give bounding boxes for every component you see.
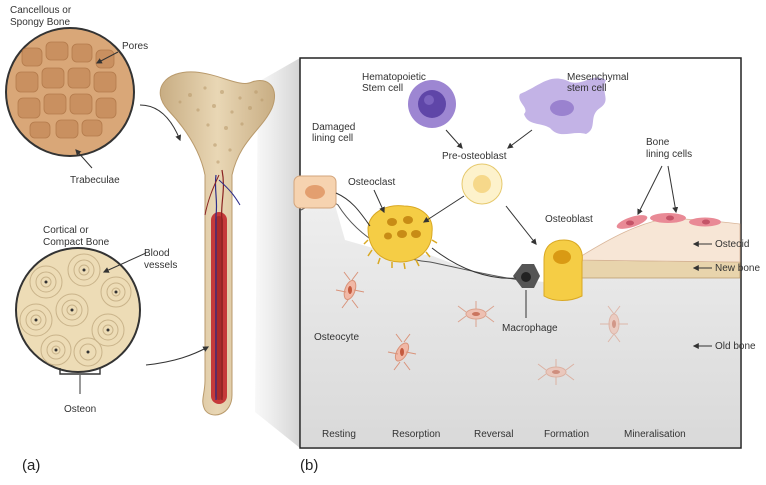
old-bone-label: Old bone [715, 341, 756, 352]
osteocyte-3 [457, 301, 495, 327]
macrophage-cell [513, 264, 540, 288]
cortical-label-1: Cortical or [43, 225, 89, 236]
panel-a-label: (a) [22, 457, 40, 474]
osteoclast-label: Osteoclast [348, 177, 395, 188]
panel-b-label: (b) [300, 457, 318, 474]
pre-osteoblast-cell [461, 163, 503, 205]
bone-lining-label-1: Bone [646, 137, 670, 148]
panel-b: Hematopoietic Stem cell Mesenchymal stem… [293, 57, 760, 474]
panel-a: Cancellous or Spongy Bone Pores Trabecul… [5, 5, 300, 474]
osteocyte-5 [600, 305, 628, 343]
msc-label-1: Mesenchymal [567, 72, 629, 83]
hsc-label-1: Hematopoietic [362, 72, 426, 83]
osteocyte-4 [537, 359, 575, 385]
stage-label-mineralisation: Mineralisation [624, 429, 686, 440]
cortical-bone-magnified [15, 247, 141, 375]
osteoid-label: Osteoid [715, 239, 749, 250]
mesenchymal-stem-cell [519, 77, 606, 135]
trabeculae-label: Trabeculae [70, 175, 120, 186]
blood-vessels-label-1: Blood [144, 248, 170, 259]
femur-bone [159, 71, 275, 416]
osteoblast-cell [543, 239, 583, 301]
stage-label-resorption: Resorption [392, 429, 440, 440]
macrophage-label: Macrophage [502, 323, 558, 334]
panel-b-connectors [335, 129, 712, 349]
damaged-lining-label-1: Damaged [312, 122, 355, 133]
stage-label-reversal: Reversal [474, 429, 513, 440]
osteoblast-label: Osteoblast [545, 214, 593, 225]
pores-label: Pores [122, 41, 148, 52]
new-bone-label: New bone [715, 263, 760, 274]
cortical-label-2: Compact Bone [43, 237, 110, 248]
osteocyte-label: Osteocyte [314, 332, 359, 343]
osteon-bracket [59, 368, 101, 375]
stage-label-resting: Resting [322, 429, 356, 440]
bone-lining-cells [616, 213, 721, 229]
old-bone-region [301, 205, 740, 447]
zoom-cone [255, 58, 300, 448]
osteoclast-cell [363, 205, 438, 270]
osteocyte-1 [335, 271, 365, 309]
stage-label-formation: Formation [544, 429, 589, 440]
cancellous-label-2: Spongy Bone [10, 17, 70, 28]
cancellous-label-1: Cancellous or [10, 5, 72, 16]
damaged-lining-label-2: lining cell [312, 133, 353, 144]
osteocyte-2 [387, 333, 417, 371]
panel-a-leaders [75, 51, 210, 394]
pre-osteoblast-label: Pre-osteoblast [442, 151, 507, 162]
blood-vessels-label-2: vessels [144, 260, 177, 271]
hsc-label-2: Stem cell [362, 83, 403, 94]
cancellous-bone-magnified [5, 27, 135, 157]
osteocytes [335, 271, 628, 385]
osteon-label: Osteon [64, 404, 96, 415]
damaged-lining-cell [293, 175, 337, 209]
msc-label-2: stem cell [567, 83, 606, 94]
bone-lining-label-2: lining cells [646, 149, 692, 160]
hematopoietic-stem-cell [408, 80, 456, 128]
